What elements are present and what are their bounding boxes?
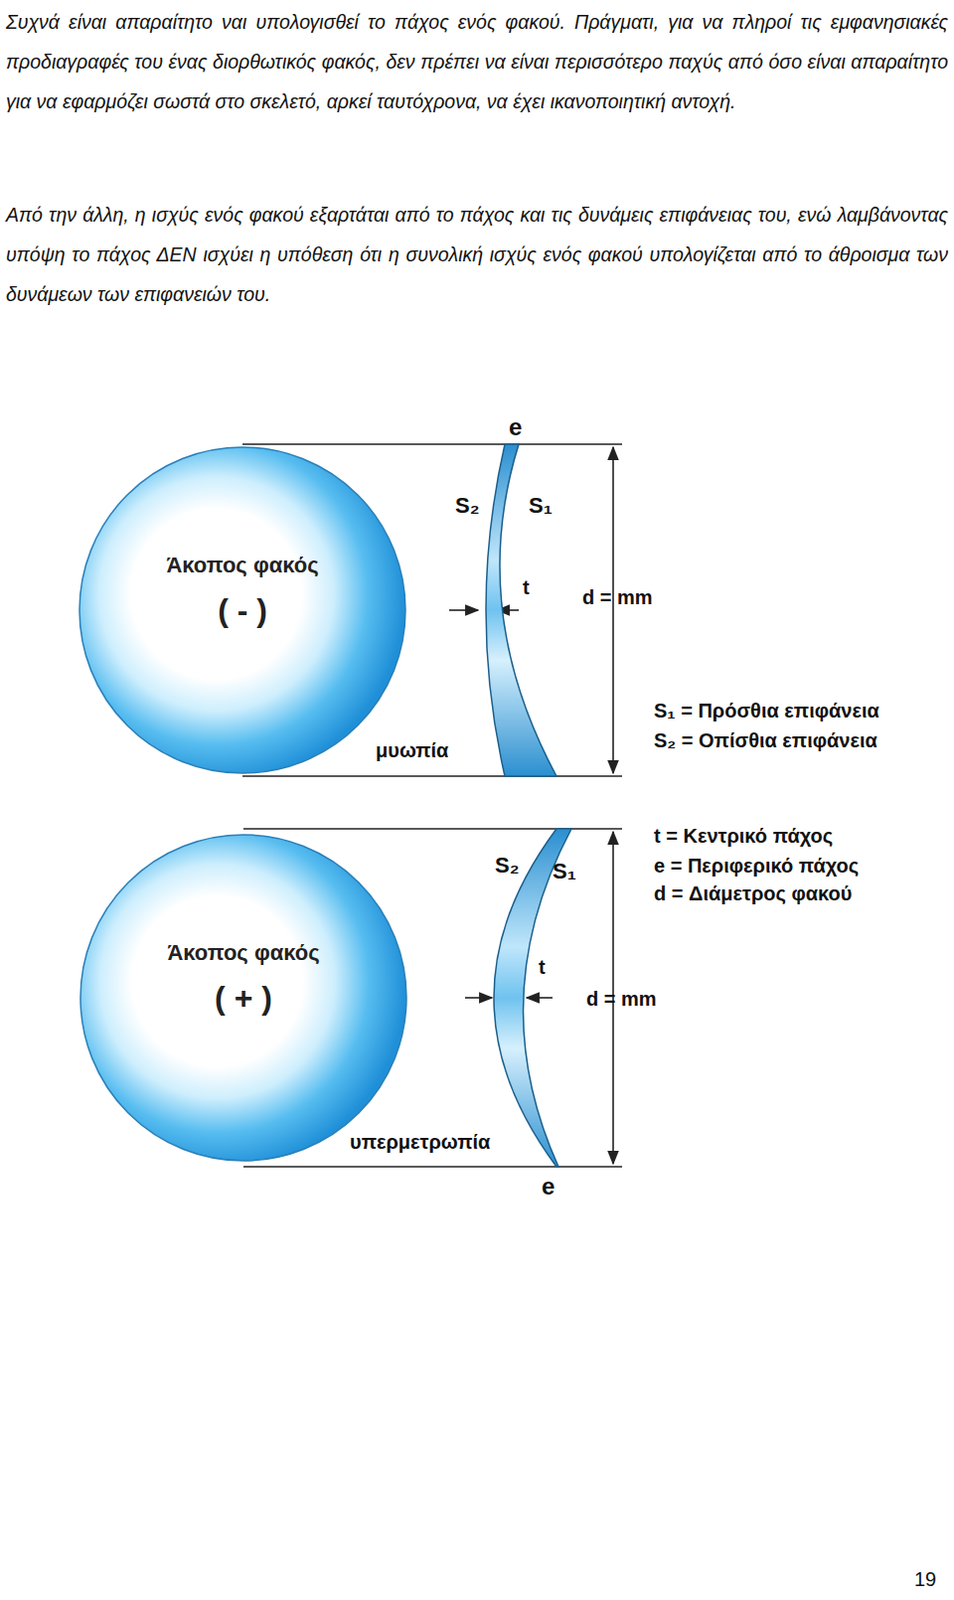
- dimension-label: d = mm: [586, 987, 657, 1011]
- lens-sign: ( + ): [214, 979, 273, 1017]
- surface-label: S₂: [455, 492, 479, 519]
- page-number: 19: [914, 1568, 937, 1591]
- surface-label: S₁: [552, 858, 577, 885]
- condition-label: μυωπία: [375, 739, 449, 763]
- legend-line: t = Κεντρικό πάχος: [653, 824, 833, 848]
- legend-line: S₂ = Οπίσθια επιφάνεια: [653, 729, 878, 753]
- legend-line: d = Διάμετρος φακού: [653, 882, 852, 906]
- circle-title: Άκοπος φακός: [165, 552, 318, 579]
- thickness-mark: t: [522, 576, 530, 600]
- lens-blank-circle: Άκοπος φακός ( - ): [77, 445, 408, 776]
- legend-line: e = Περιφερικό πάχος: [653, 854, 859, 878]
- legend-line: S₁ = Πρόσθια επιφάνεια: [653, 699, 880, 723]
- edge-thickness-mark: e: [508, 413, 522, 442]
- thickness-mark: t: [538, 955, 546, 979]
- paragraph: Συχνά είναι απαραίτητο ναι υπολογισθεί τ…: [5, 1, 949, 122]
- surface-label: S₁: [528, 492, 553, 519]
- condition-label: υπερμετρωπία: [349, 1130, 490, 1154]
- lens-blank-circle: Άκοπος φακός ( + ): [78, 832, 409, 1163]
- minus-lens: [485, 444, 557, 777]
- circle-title: Άκοπος φακός: [166, 940, 319, 966]
- edge-thickness-mark: e: [541, 1172, 555, 1201]
- dimension-label: d = mm: [582, 586, 653, 610]
- surface-label: S₂: [494, 852, 519, 879]
- lens-sign: ( - ): [217, 592, 268, 630]
- paragraph: Από την άλλη, η ισχύς ενός φακού εξαρτάτ…: [5, 194, 949, 315]
